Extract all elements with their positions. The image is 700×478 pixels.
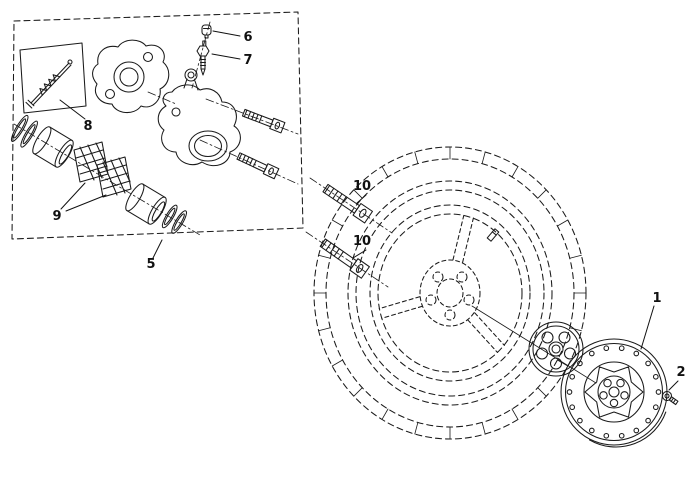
pad-pin-box xyxy=(19,42,87,114)
bleed-axis xyxy=(191,21,211,89)
caliper-bolt-axes xyxy=(199,98,299,185)
pad-pin xyxy=(25,59,73,109)
callout-10-upper: 10 xyxy=(353,179,371,194)
valve-stem xyxy=(486,228,500,242)
callout-10-lower: 10 xyxy=(353,234,371,249)
piston-seals-right xyxy=(161,204,188,234)
disc-drill-holes xyxy=(566,345,662,439)
callout-9: 9 xyxy=(52,209,61,224)
spokes xyxy=(378,214,505,353)
callout-6: 6 xyxy=(243,30,252,45)
mounting-bolt-axes xyxy=(305,177,393,288)
rim xyxy=(369,204,531,382)
wheel-hub xyxy=(419,259,481,327)
caliper-bolt-lower xyxy=(236,152,280,180)
disc-bolt xyxy=(661,390,679,406)
mounting-bolt-upper xyxy=(322,183,374,224)
piston-right xyxy=(125,183,167,225)
piston-left xyxy=(32,126,74,168)
brake-pad-right xyxy=(96,156,132,198)
callouts: 1 2 5 6 7 8 9 10 10 xyxy=(52,30,686,391)
caliper-bolt-upper xyxy=(241,108,286,134)
caliper-assembly-box xyxy=(11,11,304,240)
tread-marks xyxy=(313,146,587,440)
caliper-bracket xyxy=(92,39,170,114)
hub-axis-line xyxy=(471,305,597,384)
callout-7: 7 xyxy=(243,53,252,68)
callout-5: 5 xyxy=(146,257,155,272)
caliper-body xyxy=(157,68,241,167)
bleed-screw-cap xyxy=(201,24,212,39)
wheel xyxy=(313,146,587,440)
piston-seals-left xyxy=(10,114,38,148)
pad-spring xyxy=(39,74,61,96)
callout-2: 2 xyxy=(676,365,685,380)
tire xyxy=(313,146,587,440)
hub-flange xyxy=(528,321,584,377)
callout-8: 8 xyxy=(83,119,92,134)
bleed-valve xyxy=(196,40,210,76)
callout-1: 1 xyxy=(652,291,661,306)
brake-disc xyxy=(560,338,668,448)
